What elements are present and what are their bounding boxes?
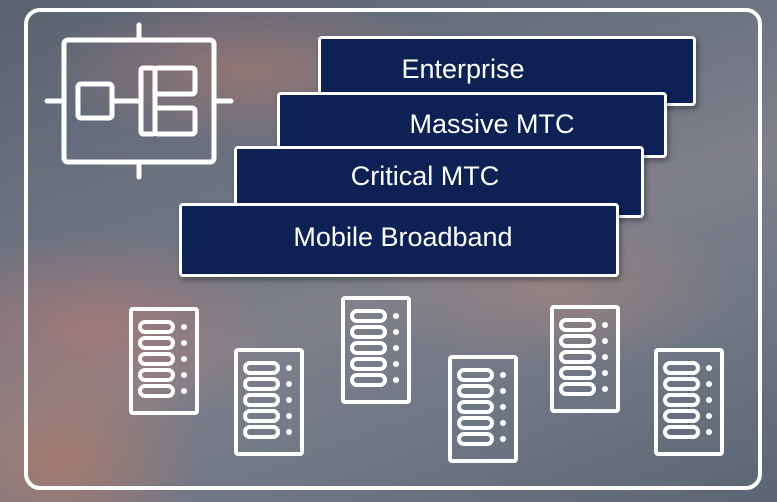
server-rack-icon [341, 296, 411, 404]
critical-mtc-label: Critical MTC [350, 160, 500, 191]
network-slice-diagram-icon [44, 22, 234, 180]
server-rack-icon [654, 348, 724, 456]
mobile-broadband-label: Mobile Broadband [293, 221, 513, 252]
massive-mtc-label: Massive MTC [409, 108, 575, 139]
server-rack-icon [234, 348, 304, 456]
enterprise-label: Enterprise [401, 53, 525, 84]
outer-frame [24, 8, 762, 490]
mobile-broadband-layer: Mobile Broadband [179, 203, 619, 277]
server-rack-icon [550, 305, 620, 413]
server-rack-icon [448, 355, 518, 463]
server-rack-icon [129, 307, 199, 415]
